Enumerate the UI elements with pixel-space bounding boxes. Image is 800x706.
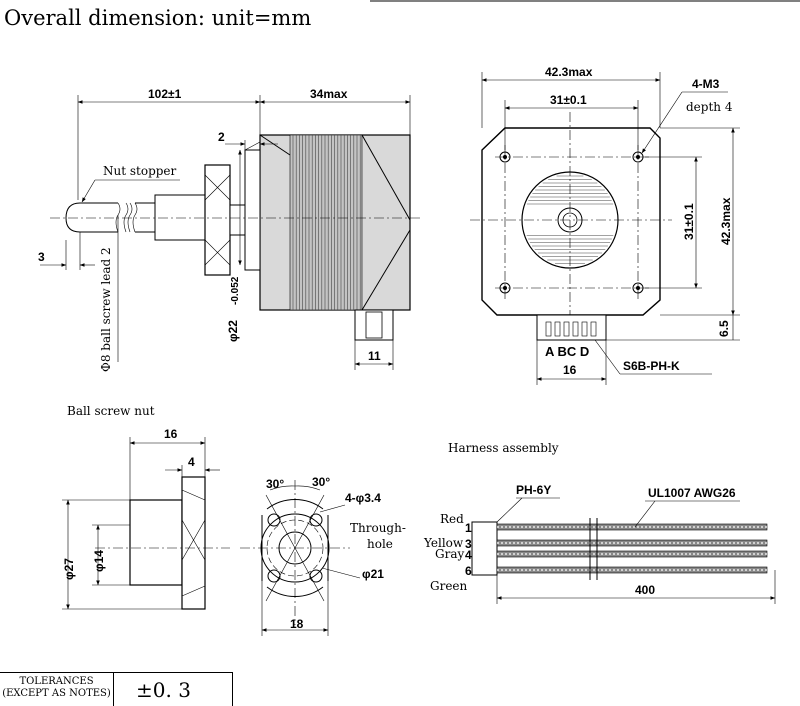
wire-pin-label: 4: [465, 548, 472, 562]
front-view: 42.3max 31±0.1 31±0.1 42.3max 6.5 16 A B…: [470, 65, 740, 385]
nut-dim-flat: 18: [290, 617, 304, 631]
tolerance-label-2: (EXCEPT AS NOTES): [2, 688, 111, 699]
dim-height: 42.3max: [719, 197, 733, 245]
harness-length: 400: [635, 583, 655, 597]
nut-title: Ball screw nut: [67, 404, 155, 418]
nut-dim-inner: φ14: [92, 550, 106, 572]
page-title: Overall dimension: unit=mm: [4, 6, 311, 30]
wire-color-label: Yellow: [423, 536, 464, 550]
ball-screw-label: Φ8 ball screw lead 2: [99, 247, 113, 372]
dim-flange: 2: [218, 130, 225, 144]
harness-connector: PH-6Y: [516, 483, 551, 497]
nut-view: Ball screw nut 16 4 φ27 φ14: [62, 404, 406, 636]
harness-cable: UL1007 AWG26: [648, 486, 736, 500]
nut-through-2: hole: [367, 537, 393, 551]
nut-dim-outer: φ27: [62, 558, 76, 580]
nut-stopper-label: Nut stopper: [103, 164, 177, 178]
dim-hole-spacing-v: 31±0.1: [682, 203, 696, 240]
dim-boss: 11: [368, 349, 381, 363]
dim-hole-spacing: 31±0.1: [550, 93, 587, 107]
wire-color-label: Gray: [435, 547, 464, 561]
wire-pin-label: 3: [465, 537, 472, 551]
harness-title: Harness assembly: [448, 441, 559, 455]
tolerance-label-1: TOLERANCES: [19, 676, 94, 687]
tolerance-value: ±0. 3: [136, 677, 191, 702]
nut-dim-len: 16: [164, 427, 178, 441]
wire-pin-label: 6: [465, 564, 472, 578]
nut-bolt-circle: φ21: [362, 567, 384, 581]
dim-bottom: 6.5: [717, 320, 731, 337]
tolerance-box: TOLERANCES (EXCEPT AS NOTES) ±0. 3: [0, 672, 233, 706]
screw-label: 4-M3: [692, 77, 720, 91]
tolerance-label: TOLERANCES (EXCEPT AS NOTES): [0, 673, 114, 706]
wire-color-label: Red: [440, 512, 464, 526]
pin-labels: A BC D: [545, 344, 589, 359]
nut-angle-1: 30°: [266, 477, 284, 491]
wire-pin-label: 1: [465, 521, 472, 535]
screw-depth: depth 4: [686, 100, 733, 114]
nut-through-1: Through-: [350, 521, 406, 535]
nut-angle-2: 30°: [312, 475, 330, 489]
side-view: 102±1 34max 2 3 11 φ22 -0.052 Nut stoppe…: [38, 87, 420, 372]
dim-length: 102±1: [148, 87, 182, 101]
dim-dia: φ22: [226, 320, 240, 342]
nut-dim-flange: 4: [188, 455, 195, 469]
dim-connector: 16: [563, 363, 577, 377]
nut-holes: 4-φ3.4: [345, 491, 381, 505]
connector-label: S6B-PH-K: [623, 359, 680, 373]
wire-color-label: Green: [430, 579, 468, 593]
dim-body: 34max: [310, 87, 348, 101]
dim-end: 3: [38, 250, 45, 264]
dim-dia-tol: -0.052: [230, 276, 241, 305]
nut-flange: [204, 164, 231, 276]
dim-width: 42.3max: [545, 65, 593, 79]
